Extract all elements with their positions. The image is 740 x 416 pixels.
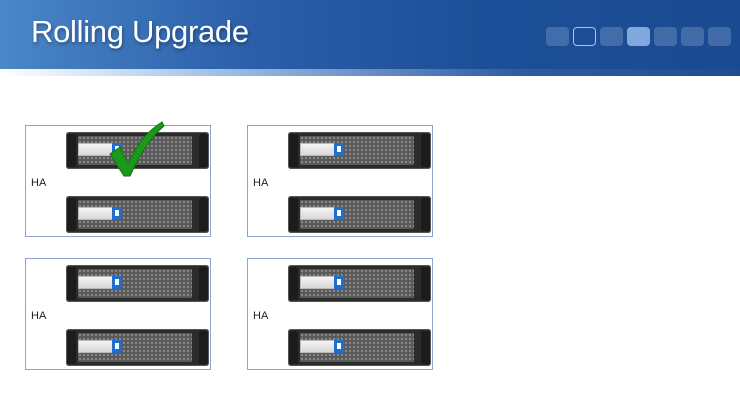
progress-segment <box>681 27 704 46</box>
rack-ear <box>289 134 298 167</box>
netapp-logo-icon <box>112 340 122 353</box>
ha-label: HA <box>31 177 47 189</box>
storage-controller <box>66 329 209 366</box>
storage-controller <box>66 265 209 302</box>
progress-segment <box>708 27 731 46</box>
storage-controller <box>288 329 431 366</box>
rack-ear <box>289 267 298 300</box>
rack-ear <box>199 331 208 364</box>
slide-progress-indicator <box>546 27 731 46</box>
netapp-logo-icon <box>334 276 344 289</box>
ha-pair-2: HA <box>247 125 433 237</box>
rack-ear <box>67 331 76 364</box>
rack-ear <box>421 267 430 300</box>
rack-ear <box>289 198 298 231</box>
rack-ear <box>67 198 76 231</box>
rack-ear <box>199 134 208 167</box>
netapp-logo-icon <box>334 207 344 220</box>
progress-segment <box>654 27 677 46</box>
rack-ear <box>199 198 208 231</box>
ha-label: HA <box>253 310 269 322</box>
netapp-logo-icon <box>334 340 344 353</box>
rack-ear <box>421 134 430 167</box>
banner-streak <box>0 69 740 76</box>
rack-ear <box>199 267 208 300</box>
storage-controller <box>66 196 209 233</box>
progress-segment <box>573 27 596 46</box>
progress-segment-active <box>627 27 650 46</box>
storage-controller <box>288 132 431 169</box>
ha-label: HA <box>253 177 269 189</box>
rack-ear <box>289 331 298 364</box>
checkmark-icon <box>109 121 165 177</box>
slide-title: Rolling Upgrade <box>31 14 249 49</box>
rack-ear <box>421 331 430 364</box>
title-banner: Rolling Upgrade <box>0 0 740 76</box>
ha-pair-3: HA <box>25 258 211 370</box>
netapp-logo-icon <box>112 207 122 220</box>
rack-ear <box>67 134 76 167</box>
progress-segment <box>546 27 569 46</box>
ha-pair-4: HA <box>247 258 433 370</box>
progress-segment <box>600 27 623 46</box>
rack-ear <box>421 198 430 231</box>
storage-controller <box>288 196 431 233</box>
ha-label: HA <box>31 310 47 322</box>
netapp-logo-icon <box>334 143 344 156</box>
netapp-logo-icon <box>112 276 122 289</box>
storage-controller <box>288 265 431 302</box>
rack-ear <box>67 267 76 300</box>
